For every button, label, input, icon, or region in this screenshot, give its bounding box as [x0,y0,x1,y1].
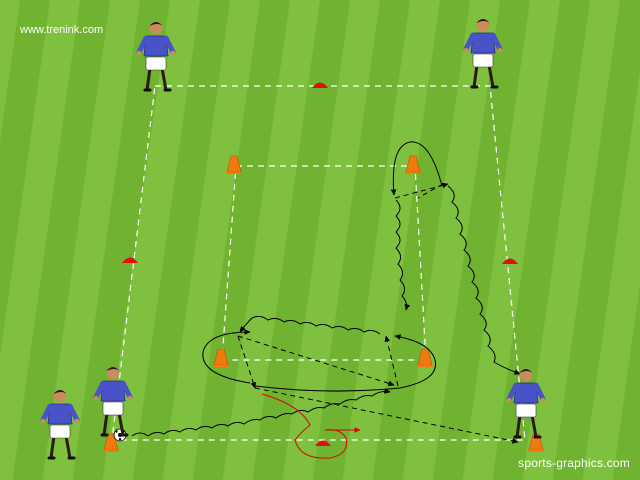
pass-dashed-6 [417,183,444,199]
pass-dashed-1 [237,335,256,389]
cone-inner-top-left [226,155,242,174]
dribble-path-middle [239,315,381,335]
red-marker-right [502,258,518,264]
red-run [261,393,361,459]
cone-inner-top-right [405,155,421,174]
run-loop-bottom [254,334,437,392]
watermark-bottom: sports-graphics.com [518,456,630,470]
outer-boundary [111,85,526,441]
inner-boundary [221,165,427,361]
dribble-path-right-column [447,185,521,375]
run-loop-left [202,329,251,384]
red-marker-left [122,257,138,263]
cone-inner-bottom-right [417,348,433,367]
pass-dashed-4 [237,335,395,386]
red-marker-top [312,82,328,88]
red-marker-bottom [315,440,331,446]
dribble-path-bottom [131,388,391,437]
dribble-path-left-column [395,199,411,311]
watermark-top: www.trenink.com [20,24,104,36]
run-loop-top [390,141,443,196]
cone-inner-bottom-left [213,348,229,367]
movement-paths [131,141,521,444]
